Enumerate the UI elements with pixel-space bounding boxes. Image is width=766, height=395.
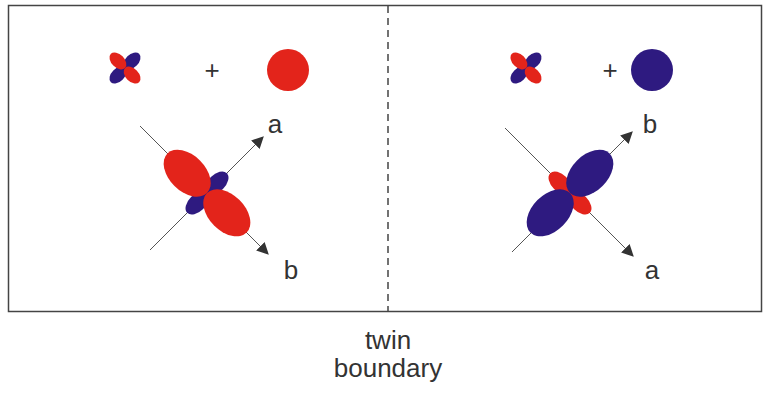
twin-boundary-line [387, 6, 389, 311]
axis-label: b [643, 110, 657, 138]
axis-label: a [645, 256, 659, 284]
hybrid-orbital [518, 141, 623, 246]
axis-label: a [268, 110, 282, 138]
axis-arrow [505, 128, 633, 256]
hybrid-orbital [155, 141, 260, 246]
plus-sign: + [602, 56, 617, 84]
d-orbital [106, 49, 143, 86]
axis-arrow [512, 132, 632, 252]
caption-label: twin boundary [328, 326, 448, 382]
plus-sign: + [204, 56, 219, 84]
axis-arrow [150, 137, 263, 250]
s-orbital [267, 49, 309, 91]
frame [9, 6, 762, 312]
s-orbital [631, 49, 673, 91]
axis-arrow [140, 126, 268, 254]
axis-label: b [284, 256, 298, 284]
d-orbital [507, 49, 544, 86]
